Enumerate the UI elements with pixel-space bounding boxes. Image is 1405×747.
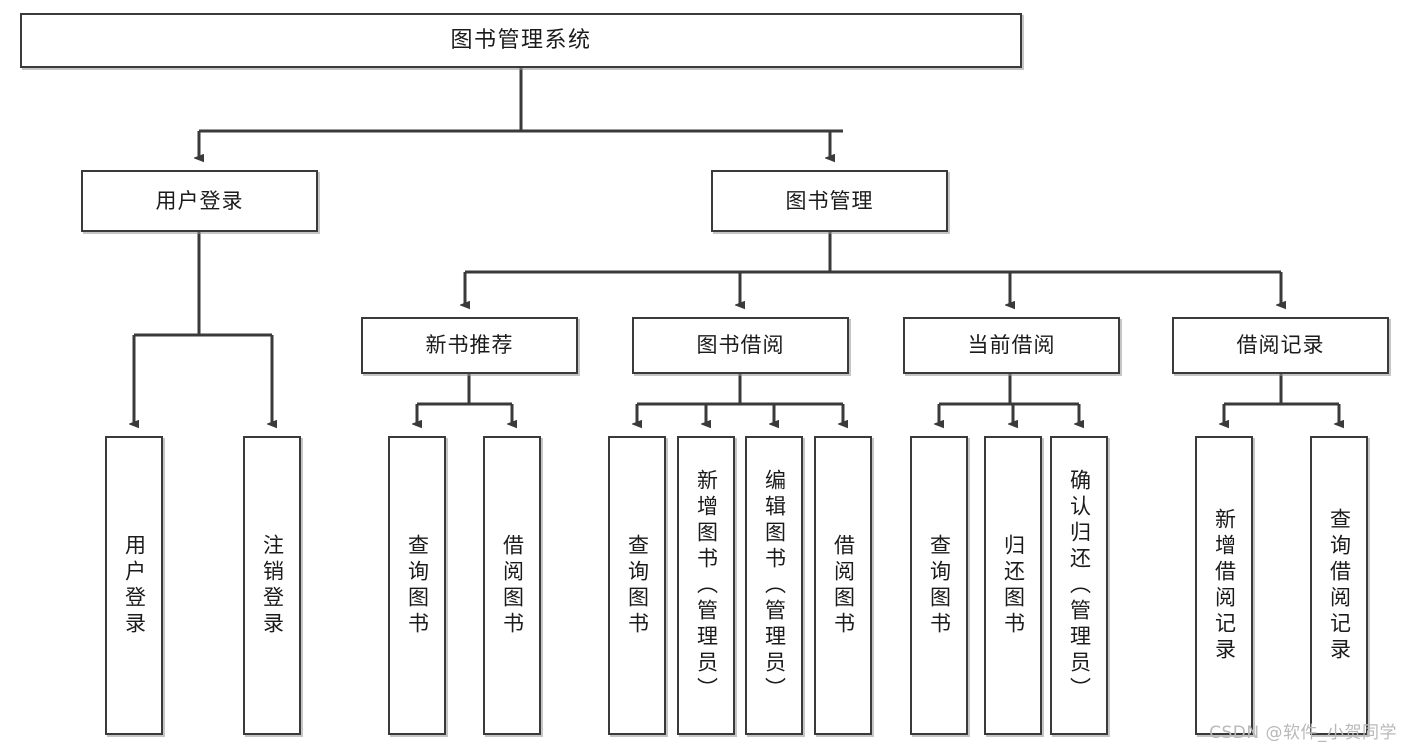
node-leaf-logout[interactable]: 注销登录	[243, 436, 301, 735]
node-leaf-query-book[interactable]: 查询图书	[608, 436, 666, 735]
node-leaf-edit-book[interactable]: 编辑图书（管理员）	[745, 436, 803, 735]
node-label: 当前借阅	[967, 333, 1056, 358]
node-new-book-rec[interactable]: 新书推荐	[361, 317, 578, 374]
csdn-watermark: CSDN @软件_小贺同学	[1209, 723, 1397, 743]
node-leaf-query-book-current[interactable]: 查询图书	[910, 436, 968, 735]
node-leaf-query-book-rec[interactable]: 查询图书	[388, 436, 446, 735]
node-label: 查询图书	[625, 533, 650, 638]
node-label: 图书管理系统	[450, 27, 592, 53]
node-root-system[interactable]: 图书管理系统	[20, 13, 1022, 68]
node-borrow-record[interactable]: 借阅记录	[1172, 317, 1389, 374]
node-leaf-user-login[interactable]: 用户登录	[105, 436, 163, 735]
node-label: 查询图书	[927, 533, 952, 638]
node-label: 新增借阅记录	[1212, 507, 1237, 664]
node-label: 图书借阅	[696, 333, 785, 358]
node-leaf-add-record[interactable]: 新增借阅记录	[1195, 436, 1253, 735]
node-label: 确认归还（管理员）	[1067, 468, 1092, 703]
node-label: 新书推荐	[425, 333, 514, 358]
node-label: 借阅图书	[500, 533, 525, 638]
node-label: 用户登录	[122, 533, 147, 638]
node-leaf-query-record[interactable]: 查询借阅记录	[1310, 436, 1368, 735]
node-leaf-borrow-book[interactable]: 借阅图书	[814, 436, 872, 735]
node-label: 查询图书	[405, 533, 430, 638]
node-label: 图书管理	[785, 188, 874, 213]
node-label: 注销登录	[260, 533, 285, 638]
node-label: 新增图书（管理员）	[694, 468, 719, 703]
node-label: 编辑图书（管理员）	[762, 468, 787, 703]
node-label: 用户登录	[155, 188, 244, 213]
node-label: 借阅记录	[1236, 333, 1325, 358]
node-leaf-confirm-return[interactable]: 确认归还（管理员）	[1050, 436, 1108, 735]
node-label: 借阅图书	[831, 533, 856, 638]
node-user-login[interactable]: 用户登录	[81, 170, 318, 232]
node-book-borrow[interactable]: 图书借阅	[632, 317, 849, 374]
node-book-manage[interactable]: 图书管理	[711, 170, 948, 232]
node-leaf-return-book[interactable]: 归还图书	[984, 436, 1042, 735]
node-leaf-borrow-book-rec[interactable]: 借阅图书	[483, 436, 541, 735]
node-label: 查询借阅记录	[1327, 507, 1352, 664]
node-current-borrow[interactable]: 当前借阅	[903, 317, 1120, 374]
node-label: 归还图书	[1001, 533, 1026, 638]
node-leaf-add-book[interactable]: 新增图书（管理员）	[677, 436, 735, 735]
